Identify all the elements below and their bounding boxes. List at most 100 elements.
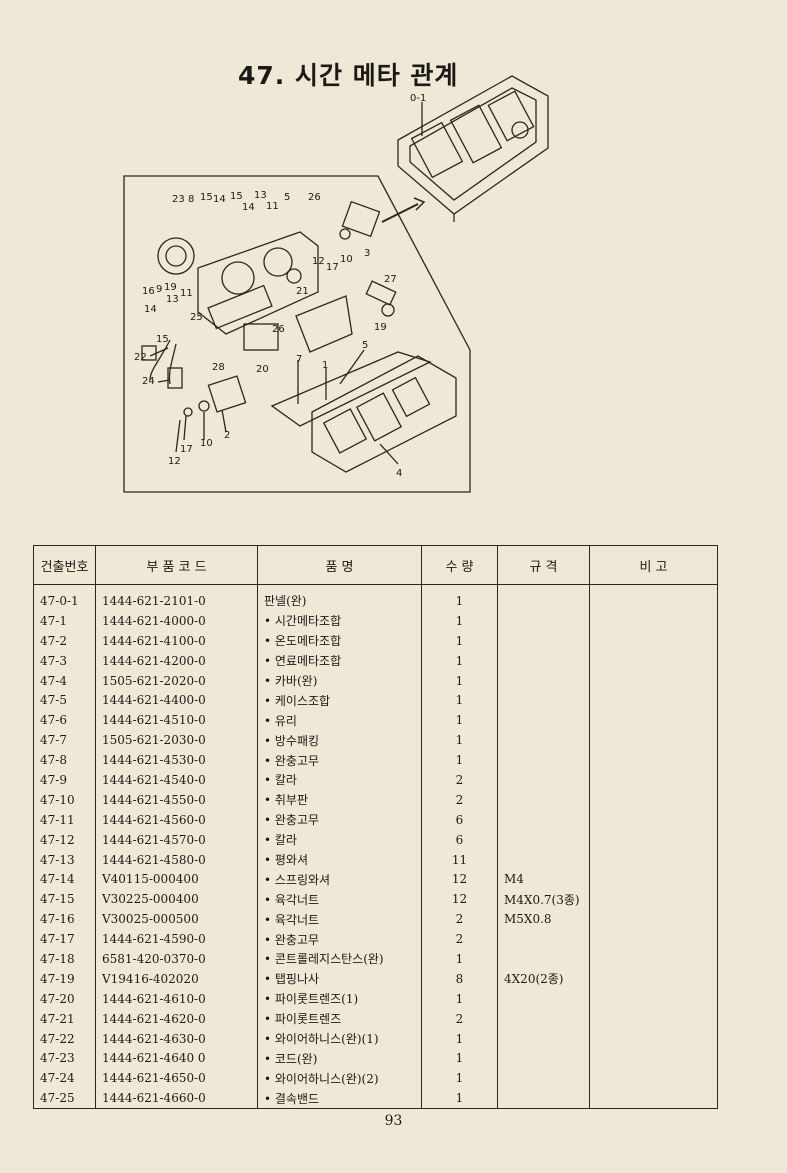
cell-part-name: • 온도메타조합: [257, 630, 422, 651]
cell-remarks: [589, 750, 718, 771]
cell-part-name: • 연료메타조합: [257, 650, 422, 671]
cell-item-no: 47-11: [33, 809, 96, 830]
cell-part-code: V30225-000400: [95, 889, 258, 910]
cell-spec: [497, 730, 590, 751]
cell-remarks: [589, 988, 718, 1009]
cell-part-code: 1444-621-4590-0: [95, 929, 258, 950]
cell-remarks: [589, 1008, 718, 1029]
cell-spec: [497, 630, 590, 651]
cell-part-code: 1444-621-4610-0: [95, 988, 258, 1009]
cell-remarks: [589, 849, 718, 870]
cell-part-name: • 코드(완): [257, 1048, 422, 1069]
cell-part-code: 1444-621-4540-0: [95, 770, 258, 790]
cell-item-no: 47-7: [33, 730, 96, 751]
cell-spec: [497, 1088, 590, 1110]
cell-spec: [497, 849, 590, 870]
cell-quantity: 2: [421, 929, 498, 950]
cell-quantity: 1: [421, 670, 498, 691]
cell-part-code: 1444-621-4580-0: [95, 849, 258, 870]
callout-5: 5: [284, 192, 290, 203]
cell-quantity: 2: [421, 1008, 498, 1029]
page-number: 93: [384, 1113, 403, 1129]
cell-item-no: 47-13: [33, 849, 96, 870]
header-part-name: 품 명: [257, 545, 422, 585]
cell-quantity: 6: [421, 809, 498, 830]
cell-quantity: 8: [421, 968, 498, 989]
cell-part-code: 1444-621-4570-0: [95, 829, 258, 850]
cell-remarks: [589, 829, 718, 850]
cell-spec: [497, 809, 590, 830]
cell-part-name: • 와이어하니스(완)(2): [257, 1068, 422, 1089]
cell-item-no: 47-9: [33, 770, 96, 790]
cell-remarks: [589, 869, 718, 890]
cell-part-code: 1505-621-2020-0: [95, 670, 258, 691]
callout-10: 10: [340, 254, 353, 265]
cell-item-no: 47-1: [33, 610, 96, 631]
cell-item-no: 47-10: [33, 789, 96, 810]
cell-item-no: 47-4: [33, 670, 96, 691]
cell-part-name: • 방수패킹: [257, 730, 422, 751]
cell-spec: [497, 690, 590, 711]
cell-remarks: [589, 809, 718, 830]
cell-remarks: [589, 710, 718, 731]
diagram-inset-frame: [123, 175, 471, 493]
cell-remarks: [589, 770, 718, 790]
cell-part-code: 1444-621-4560-0: [95, 809, 258, 830]
cell-remarks: [589, 1048, 718, 1069]
cell-remarks: [589, 650, 718, 671]
cell-quantity: 2: [421, 789, 498, 810]
cell-spec: M4X0.7(3종): [497, 889, 590, 910]
cell-quantity: 1: [421, 949, 498, 969]
cell-quantity: 12: [421, 869, 498, 890]
header-part-code: 부 품 코 드: [95, 545, 258, 585]
cell-spec: [497, 650, 590, 671]
cell-part-code: 1444-621-4640 0: [95, 1048, 258, 1069]
cell-spec: [497, 1048, 590, 1069]
callout-0-1: 0-1: [410, 93, 426, 104]
cell-part-name: • 탭핑나사: [257, 968, 422, 989]
cell-part-code: 1444-621-4000-0: [95, 610, 258, 631]
cell-remarks: [589, 630, 718, 651]
callout-13: 13: [166, 294, 179, 305]
cell-quantity: 1: [421, 1068, 498, 1089]
assembled-panel-drawing: [397, 75, 549, 222]
glass-drawing: [295, 295, 353, 353]
cell-item-no: 47-17: [33, 929, 96, 950]
temperature-meter-drawing: [207, 375, 247, 413]
cell-spec: [497, 789, 590, 810]
callout-11: 11: [180, 288, 193, 299]
cell-item-no: 47-19: [33, 968, 96, 989]
cell-spec: [497, 670, 590, 691]
cell-item-no: 47-24: [33, 1068, 96, 1089]
cell-spec: [497, 1008, 590, 1029]
callout-12: 12: [312, 256, 325, 267]
cell-part-code: V19416-402020: [95, 968, 258, 989]
cell-part-name: • 시간메타조합: [257, 610, 422, 631]
cell-item-no: 47-5: [33, 690, 96, 711]
cell-quantity: 1: [421, 650, 498, 671]
cell-item-no: 47-0-1: [33, 584, 96, 611]
cell-remarks: [589, 1028, 718, 1049]
header-item-no: 건출번호: [33, 545, 96, 585]
cell-spec: [497, 1068, 590, 1089]
cell-part-code: V30025-000500: [95, 909, 258, 930]
callout-1: 1: [322, 360, 328, 371]
cell-remarks: [589, 949, 718, 969]
cell-part-name: • 결속밴드: [257, 1088, 422, 1110]
page-title: 47. 시간 메타 관계: [238, 61, 459, 90]
callout-10: 10: [200, 438, 213, 449]
cell-remarks: [589, 610, 718, 631]
cell-item-no: 47-12: [33, 829, 96, 850]
cell-part-name: • 파이롯트렌즈(1): [257, 988, 422, 1009]
control-resistance-drawing: [365, 280, 397, 306]
callout-3: 3: [364, 248, 370, 259]
cell-remarks: [589, 909, 718, 930]
